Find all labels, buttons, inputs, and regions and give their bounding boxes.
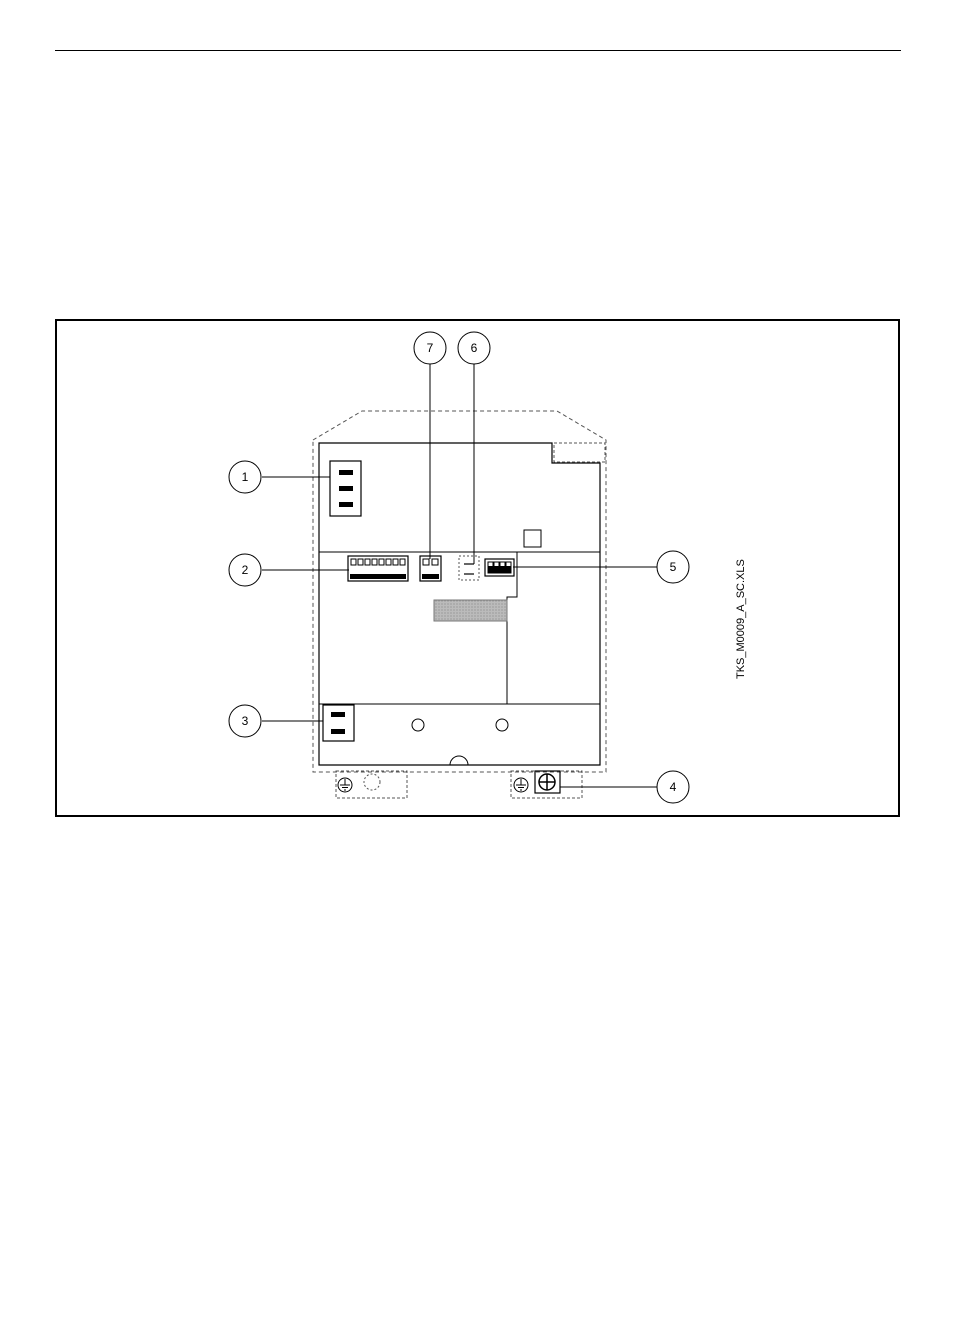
- callout-4: 4: [657, 771, 689, 803]
- svg-text:1: 1: [242, 470, 249, 484]
- corner-dashed-box: [554, 443, 605, 462]
- terminal-pin: [393, 559, 398, 565]
- mounting-hole-left: [412, 719, 424, 731]
- svg-text:3: 3: [242, 714, 249, 728]
- terminal-pin: [372, 559, 377, 565]
- connector-3: [323, 705, 354, 741]
- jumper-6: [459, 556, 479, 580]
- file-label: TKS_M0009_A_SC.XLS: [735, 559, 747, 679]
- terminal-block-2: [348, 556, 408, 581]
- terminal-pin: [365, 559, 370, 565]
- callout-2: 2: [229, 554, 261, 586]
- terminal-pin: [379, 559, 384, 565]
- svg-text:6: 6: [471, 341, 478, 355]
- terminal-base: [350, 574, 406, 579]
- ground-screw-icon: [535, 771, 560, 793]
- ground-icon: [338, 778, 352, 792]
- small-square: [524, 530, 541, 547]
- callout-5: 5: [657, 551, 689, 583]
- svg-text:7: 7: [427, 341, 434, 355]
- terminal-pin: [351, 559, 356, 565]
- svg-text:4: 4: [670, 780, 677, 794]
- terminal-pin: [400, 559, 405, 565]
- dip-switch-5: [485, 559, 514, 576]
- ground-icon: [514, 778, 528, 792]
- bottom-notch: [450, 756, 468, 765]
- callout-7: 7: [414, 332, 446, 364]
- housing-outline: [313, 411, 606, 772]
- terminal-block-7: [420, 556, 441, 581]
- inner-panel: [507, 552, 517, 704]
- svg-text:5: 5: [670, 560, 677, 574]
- terminal-pin: [386, 559, 391, 565]
- terminal-pin: [358, 559, 363, 565]
- mounting-hole-right: [496, 719, 508, 731]
- callout-3: 3: [229, 705, 261, 737]
- callout-6: 6: [458, 332, 490, 364]
- svg-text:2: 2: [242, 563, 249, 577]
- hatched-component: [434, 600, 507, 621]
- callout-1: 1: [229, 461, 261, 493]
- dashed-hole: [364, 774, 380, 790]
